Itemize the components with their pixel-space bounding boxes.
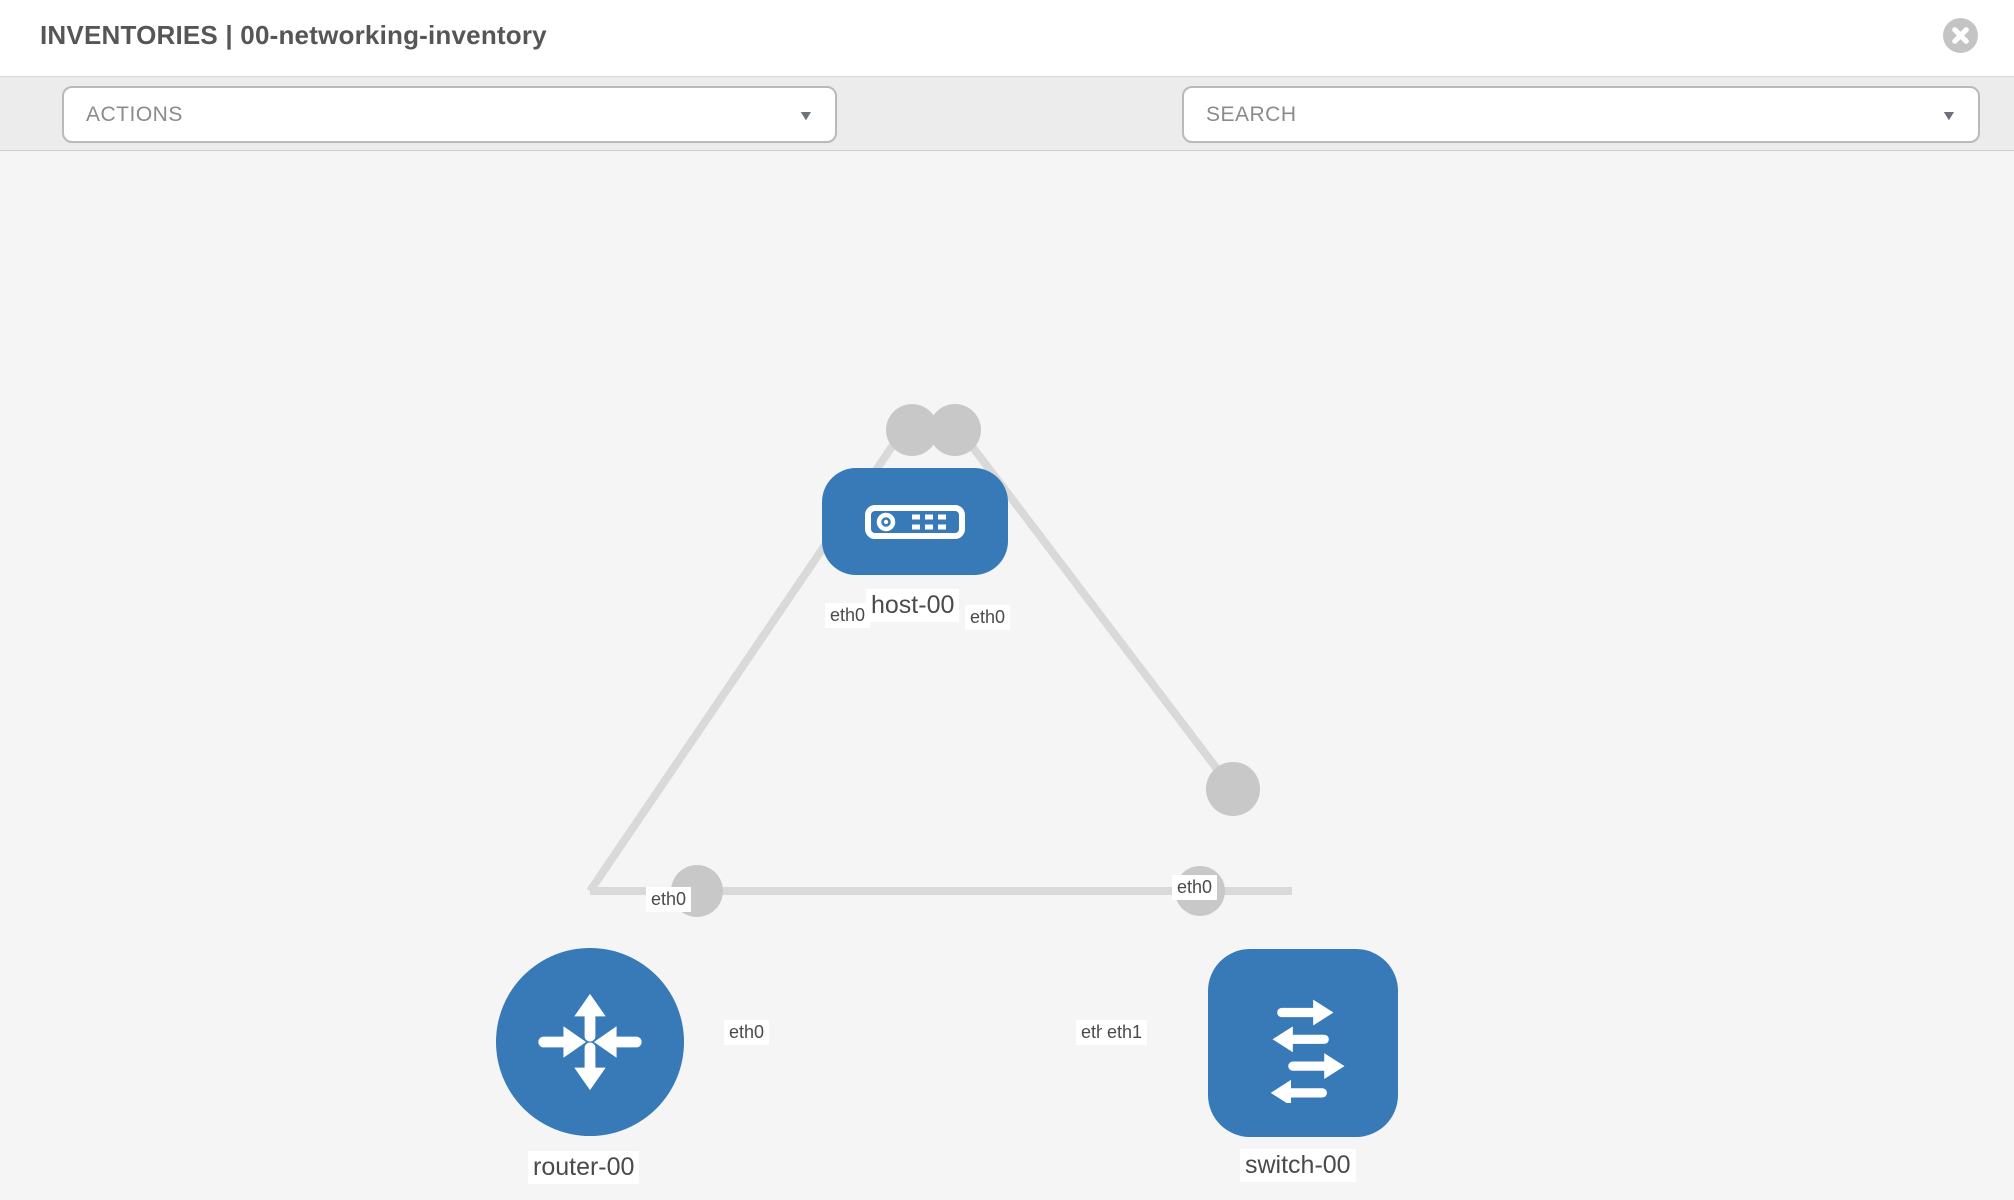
actions-dropdown-label: ACTIONS xyxy=(86,102,183,126)
node-router-00[interactable] xyxy=(496,948,684,1136)
page-header: INVENTORIES | 00-networking-inventory xyxy=(0,0,2014,76)
close-icon xyxy=(1952,27,1969,44)
interface-label: eth0 xyxy=(825,603,871,628)
node-label-switch: switch-00 xyxy=(1240,1149,1356,1182)
node-switch-00[interactable] xyxy=(1208,949,1398,1137)
switch-icon xyxy=(1270,999,1345,1103)
links-layer xyxy=(586,404,1292,917)
chevron-down-icon: ▼ xyxy=(1940,106,1958,123)
interface-label: eth1 xyxy=(1102,1020,1148,1045)
actions-dropdown[interactable]: ACTIONS ▼ xyxy=(62,86,837,143)
topology-canvas[interactable]: host-00 router-00 switch-00 eth0 eth0 et… xyxy=(0,151,2014,1200)
chevron-down-icon: ▼ xyxy=(797,106,815,123)
search-dropdown-label: SEARCH xyxy=(1206,102,1297,126)
host-icon xyxy=(865,504,965,539)
page-title: INVENTORIES | 00-networking-inventory xyxy=(40,20,547,50)
search-dropdown[interactable]: SEARCH ▼ xyxy=(1182,86,1980,143)
interface-connector[interactable] xyxy=(929,404,981,456)
close-button[interactable] xyxy=(1943,18,1978,53)
node-label-router: router-00 xyxy=(528,1151,640,1184)
node-host-00[interactable] xyxy=(822,468,1008,575)
interface-label: eth0 xyxy=(724,1020,770,1045)
router-icon xyxy=(538,993,642,1091)
interface-connector[interactable] xyxy=(1206,762,1260,816)
toolbar: ACTIONS ▼ SEARCH ▼ xyxy=(0,76,2014,210)
interface-connector[interactable] xyxy=(886,404,938,456)
interface-label: eth0 xyxy=(965,605,1011,630)
interface-label: eth0 xyxy=(1172,875,1218,900)
interface-label: eth0 xyxy=(646,887,692,912)
node-label-host: host-00 xyxy=(866,589,960,622)
